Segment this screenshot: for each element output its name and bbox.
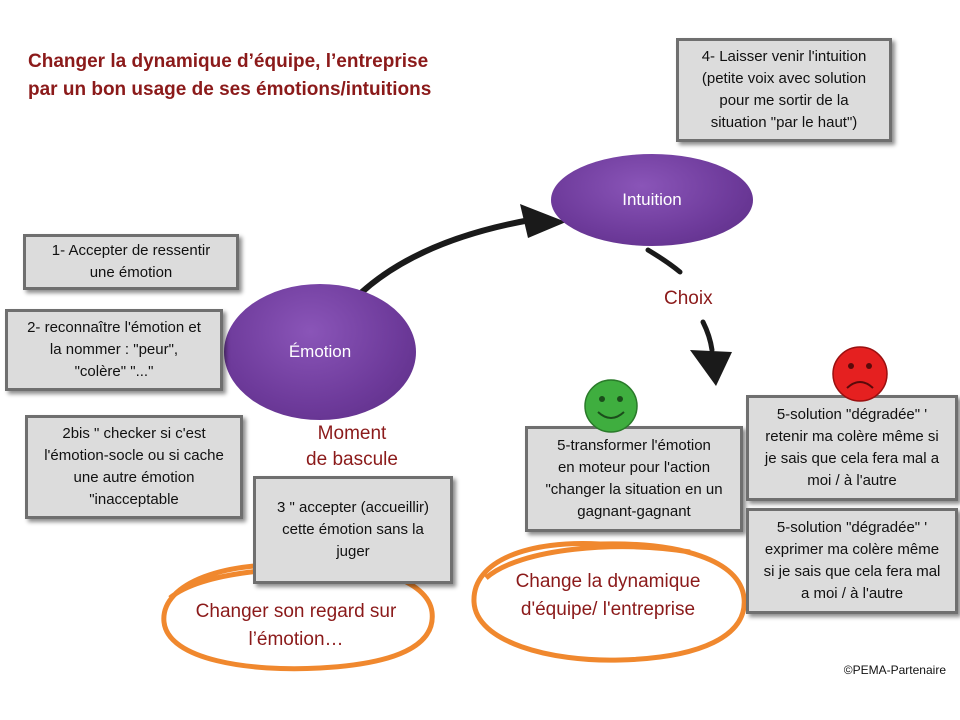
step-1-box: 1- Accepter de ressentir une émotion — [23, 234, 239, 290]
step-5-positive-line: 5-transformer l'émotion — [557, 437, 711, 454]
arrow-choice-to-actions — [700, 319, 715, 353]
choice-label-text: Choix — [664, 288, 713, 309]
step-5-degraded-2-line: exprimer ma colère même — [764, 541, 940, 558]
step-4-line: situation "par le haut") — [710, 114, 858, 131]
step-2bis-line: "inacceptable — [89, 491, 179, 508]
step-5-degraded-2-line: a moi / à l'autre — [800, 585, 904, 602]
step-5-positive-box: 5-transformer l'émotion en moteur pour l… — [525, 426, 743, 532]
arrow-head-down — [690, 350, 732, 386]
step-2bis-line: une autre émotion — [73, 469, 195, 486]
step-5-degraded-box-2: 5-solution "dégradée" ' exprimer ma colè… — [746, 508, 958, 614]
step-2bis-line: 2bis " checker si c'est — [62, 425, 206, 442]
change-dynamics-line-2: d'équipe/ l'entreprise — [520, 599, 696, 620]
intuition-node: Intuition — [551, 154, 753, 246]
step-5-degraded-2-line: 5-solution "dégradée" ' — [776, 519, 928, 536]
step-2-line: 2- reconnaître l'émotion et — [27, 319, 201, 336]
step-1-line: 1- Accepter de ressentir — [51, 242, 211, 259]
step-2-line: "colère" "..." — [74, 363, 154, 380]
arrow-emotion-to-intuition — [359, 217, 533, 295]
step-5-degraded-1-line: je sais que cela fera mal a — [764, 450, 940, 467]
change-view-line-2: l’émotion… — [248, 629, 344, 650]
emotion-node: Émotion — [224, 284, 416, 420]
step-4-line: pour me sortir de la — [719, 92, 849, 109]
step-5-positive-line: "changer la situation en un — [545, 481, 723, 498]
arrow-head-intuition — [520, 204, 566, 238]
step-5-positive-line: gagnant-gagnant — [577, 503, 691, 520]
tipping-point-line-2: de bascule — [306, 449, 398, 470]
step-5-degraded-1-line: retenir ma colère même si — [765, 428, 939, 445]
step-3-box: 3 " accepter (accueillir) cette émotion … — [253, 476, 453, 584]
emotion-node-label: Émotion — [288, 342, 352, 361]
step-5-degraded-2-line: si je sais que cela fera mal — [763, 563, 941, 580]
tipping-point-label: Moment de bascule — [292, 421, 412, 473]
change-view-line-1: Changer son regard sur — [195, 601, 397, 622]
circle-right-stroke — [471, 541, 747, 663]
step-5-degraded-1-line: moi / à l'autre — [807, 472, 897, 489]
tipping-point-line-1: Moment — [317, 423, 387, 444]
step-4-box: 4- Laisser venir l'intuition (petite voi… — [676, 38, 892, 142]
step-4-line: (petite voix avec solution — [701, 70, 867, 87]
step-3-line: 3 " accepter (accueillir) — [276, 499, 430, 516]
page-title: Changer la dynamique d’équipe, l’entrepr… — [28, 48, 498, 104]
step-2bis-box: 2bis " checker si c'est l'émotion-socle … — [25, 415, 243, 519]
title-line-2: par un bon usage de ses émotions/intuiti… — [28, 79, 432, 100]
copyright-credit: ©PEMA-Partenaire — [843, 663, 946, 677]
intuition-node-label: Intuition — [622, 190, 682, 209]
step-3-line: juger — [336, 543, 370, 560]
step-2-line: la nommer : "peur", — [49, 341, 179, 358]
change-dynamics-line-1: Change la dynamique — [515, 571, 701, 592]
step-5-degraded-1-line: 5-solution "dégradée" ' — [776, 406, 928, 423]
step-5-degraded-box-1: 5-solution "dégradée" ' retenir ma colèr… — [746, 395, 958, 501]
change-dynamics-statement: Change la dynamique d'équipe/ l'entrepri… — [488, 568, 728, 624]
change-view-statement: Changer son regard sur l’émotion… — [176, 598, 416, 654]
step-5-positive-line: en moteur pour l'action — [557, 459, 711, 476]
choice-label: Choix — [664, 286, 713, 312]
step-3-line: cette émotion sans la — [282, 521, 424, 538]
step-1-line: une émotion — [89, 264, 173, 281]
arrow-intuition-to-choice-top — [645, 247, 683, 275]
step-4-line: 4- Laisser venir l'intuition — [701, 48, 867, 65]
title-line-1: Changer la dynamique d’équipe, l’entrepr… — [28, 51, 429, 72]
step-2bis-line: l'émotion-socle ou si cache — [44, 447, 224, 464]
step-2-box: 2- reconnaître l'émotion et la nommer : … — [5, 309, 223, 391]
